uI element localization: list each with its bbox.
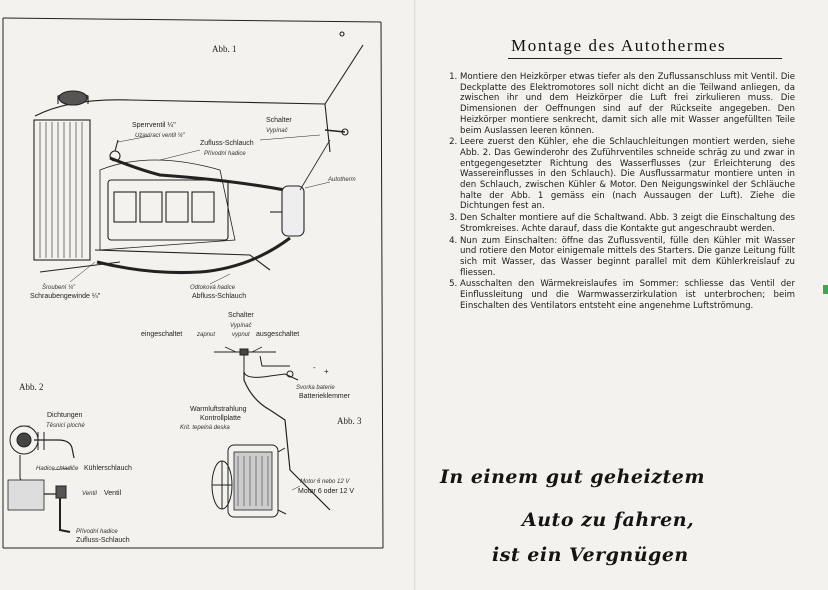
label-dichtungen-translation: Těsnicí ploché [46, 423, 85, 429]
label-vypnut: vypnut [232, 332, 250, 338]
edge-tab-marker [823, 285, 828, 294]
frame-top [2, 17, 382, 23]
instruction-step: Den Schalter montiere auf die Schaltwand… [460, 213, 795, 234]
label-ventil-translation: Ventil [82, 491, 97, 497]
figure-3-title: Abb. 3 [337, 416, 362, 426]
instruction-step: Nun zum Einschalten: öffne das Zuflussve… [460, 236, 795, 279]
label-schalter-fig1-translation: Vypínač [266, 128, 288, 134]
label-plus: + [324, 367, 329, 376]
label-kuehler-translation: Hadice chladiče [36, 466, 79, 472]
label-dichtungen: Dichtungen [47, 412, 83, 419]
label-schalter-fig3-translation: Vypínač [230, 323, 252, 329]
label-schraubengewinde: Schraubengewinde ¼" [30, 293, 101, 300]
technical-drawings [2, 17, 384, 549]
label-minus: - [313, 363, 316, 372]
label-kontrollplatte: Kontrollplatte [200, 415, 241, 422]
label-batterieklemmer: Batterieklemmer [299, 393, 350, 400]
label-kontroll-translation: Krit. tepelná deska [180, 425, 230, 431]
figure-2-hose-fitting [7, 425, 75, 533]
label-abfluss-schlauch: Abfluss-Schlauch [192, 293, 247, 300]
title-underline [508, 58, 782, 59]
right-page-instructions: Montage des Autothermes Montiere den Hei… [416, 0, 828, 590]
label-autotherm: Autotherm [328, 177, 356, 183]
instruction-step: Montiere den Heizkörper etwas tiefer als… [460, 72, 795, 136]
label-zufluss-fig2: Zufluss-Schlauch [76, 537, 130, 544]
label-sperrventil: Sperrventil ¼" [132, 122, 176, 129]
label-eingeschaltet: eingeschaltet [141, 331, 183, 338]
slogan-line-3: ist ein Vergnügen [492, 544, 689, 566]
label-ventil: Ventil [104, 490, 122, 497]
label-zufluss-schlauch: Zufluss-Schlauch [200, 140, 254, 147]
label-motor-voltage: Motor 6 oder 12 V [298, 488, 355, 495]
instruction-list: Montiere den Heizkörper etwas tiefer als… [444, 72, 795, 312]
label-motor-translation: Motor 6 nebo 12 V [300, 479, 350, 485]
label-warmluftstrahlung: Warmluftstrahlung [190, 406, 247, 413]
figure-1-engine [33, 31, 364, 285]
left-page-illustrations: Abb. 1 Sperrventil ¼" Uzavírací ventil ¼… [2, 17, 384, 549]
label-kuehlerschlauch: Kühlerschlauch [84, 465, 132, 472]
slogan-line-1: In einem gut geheiztem [440, 466, 705, 488]
page-title: Montage des Autothermes [511, 36, 727, 55]
label-schraube-translation: Šroubení ¼" [42, 285, 76, 291]
label-schalter-fig3: Schalter [228, 312, 254, 319]
label-schalter-fig1: Schalter [266, 117, 292, 124]
label-ausgeschaltet: ausgeschaltet [256, 331, 300, 338]
label-zufluss-translation: Přívodní hadice [204, 151, 246, 157]
label-klemme-translation: Svorka baterie [296, 385, 335, 391]
label-zapnut: zapnut [197, 332, 216, 338]
figure-3-wiring [211, 346, 331, 518]
label-abfluss-translation: Odtoková hadice [190, 285, 236, 291]
label-sperrventil-translation: Uzavírací ventil ¼" [135, 133, 185, 139]
label-zufluss-fig2-translation: Přívodní hadice [76, 529, 118, 535]
instruction-step: Ausschalten den Wärmekreislaufes im Somm… [460, 279, 795, 311]
figure-1-title: Abb. 1 [212, 44, 237, 54]
instruction-step: Leere zuerst den Kühler, ehe die Schlauc… [460, 137, 795, 212]
slogan-line-2: Auto zu fahren, [522, 509, 695, 531]
figure-2-title: Abb. 2 [19, 382, 44, 392]
page-fold [414, 0, 416, 590]
